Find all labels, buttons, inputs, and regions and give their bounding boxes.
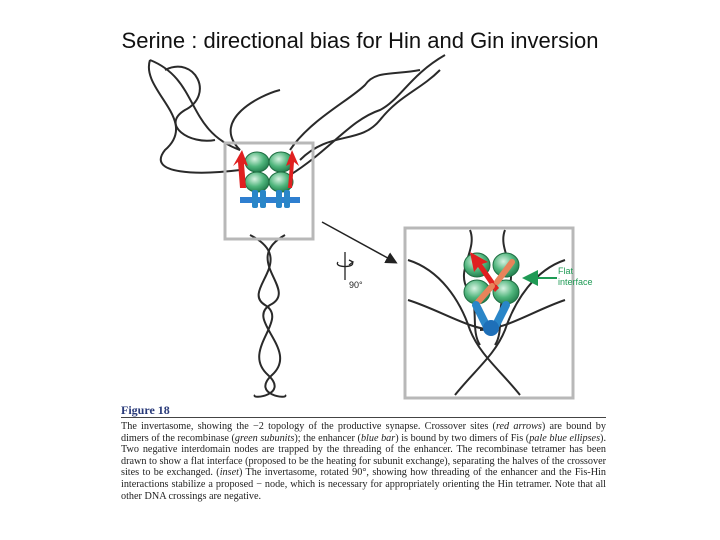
- figure-label: Figure 18: [121, 403, 170, 417]
- caption-text: ). Two negative interdomain nodes are tr…: [121, 432, 606, 479]
- fis-dimers-small: [252, 190, 290, 208]
- caption-text: ) are bound by dimers of the recombinase…: [121, 421, 606, 444]
- slide-title: Serine : directional bias for Hin and Gi…: [0, 28, 720, 54]
- zoom-arrow: [321, 221, 398, 264]
- caption-italic-term: green subunits: [234, 432, 295, 444]
- inset-box: [403, 226, 575, 400]
- caption-italic-term: pale blue ellipses: [529, 432, 601, 444]
- invertasome-diagram: 90° Flat interface: [147, 54, 593, 400]
- dna-strands: [147, 54, 446, 398]
- annotation-flat: Flat: [558, 266, 574, 276]
- caption-text: The invertasome, showing the −2 topology…: [121, 421, 496, 432]
- crossover-arrows-small: [233, 150, 299, 188]
- title-lead: Serine :: [121, 28, 198, 53]
- figure-rule: [121, 417, 606, 418]
- synapse-selection-box: [223, 141, 315, 241]
- enhancer-bar-small: [240, 197, 300, 203]
- crossover-arrows-inset: [470, 252, 515, 305]
- rotation-label: 90°: [349, 280, 363, 290]
- fis-enhancer-inset: [472, 301, 510, 336]
- caption-text: ); the enhancer (: [294, 432, 361, 444]
- caption-italic-term: red arrows: [495, 421, 542, 432]
- rotation-icon: [336, 252, 355, 280]
- recombinase-tetramer-small: [244, 151, 294, 193]
- caption-text: ) is bound by two dimers of Fis (: [395, 432, 530, 444]
- title-rest: directional bias for Hin and Gin inversi…: [203, 28, 599, 53]
- caption-italic-term: inset: [219, 467, 239, 479]
- caption-text: ) The invertasome, rotated 90°, showing …: [121, 467, 606, 502]
- figure-caption: The invertasome, showing the −2 topology…: [121, 421, 606, 502]
- caption-italic-term: blue bar: [360, 432, 396, 444]
- annotation-interface: interface: [558, 277, 593, 287]
